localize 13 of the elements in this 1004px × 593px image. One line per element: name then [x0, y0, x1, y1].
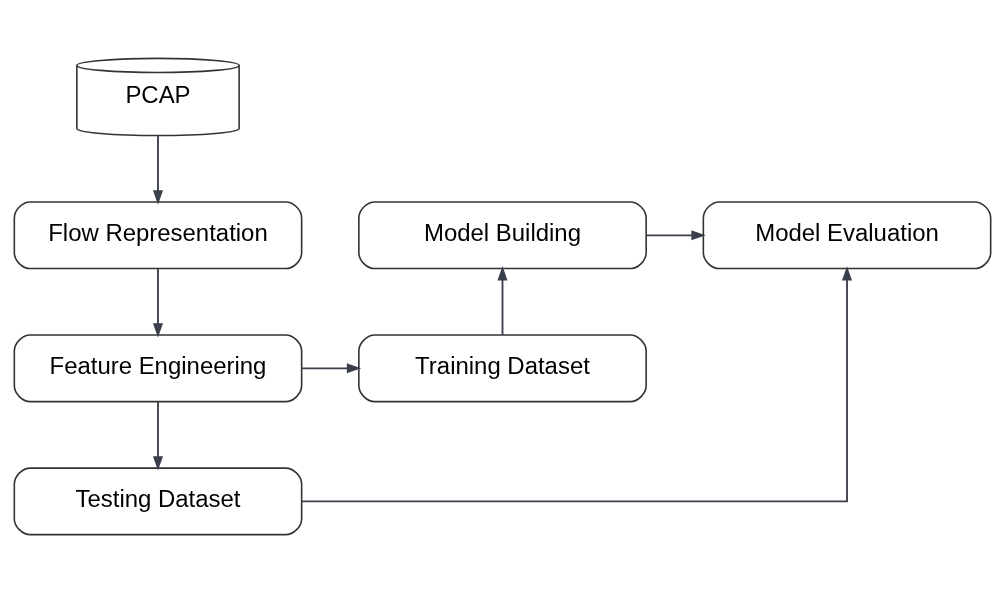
arrow — [496, 266, 508, 336]
node-box: Model Evaluation — [702, 201, 991, 270]
node-box: Feature Engineering — [13, 334, 302, 403]
node-box: Model Building — [357, 201, 647, 270]
node-box: Testing Dataset — [13, 467, 302, 536]
arrow — [152, 134, 163, 205]
arrow — [152, 400, 163, 471]
node-box: Training Dataset — [357, 334, 647, 403]
node-box: Flow Representation — [13, 201, 302, 270]
arrow — [300, 266, 852, 503]
arrow — [300, 363, 361, 374]
arrow — [645, 230, 706, 241]
arrow — [152, 267, 163, 338]
